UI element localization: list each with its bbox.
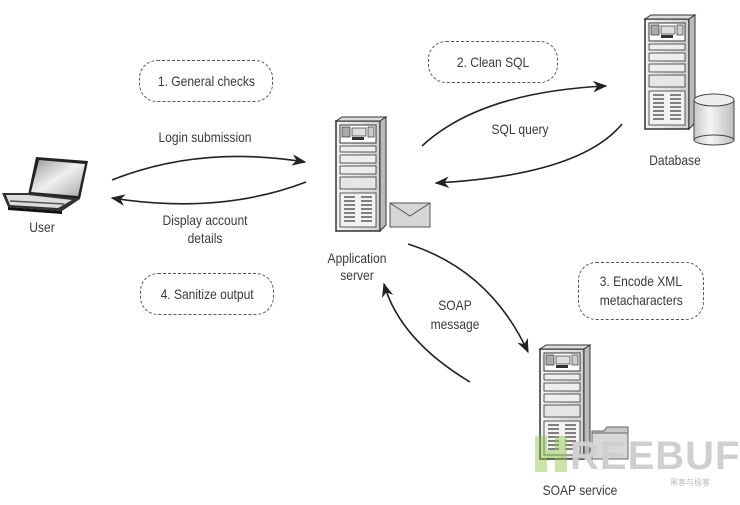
user-label: User bbox=[29, 219, 55, 235]
envelope-icon bbox=[389, 202, 431, 228]
database-cylinder-icon bbox=[693, 93, 735, 146]
arrow-display-account bbox=[110, 181, 307, 206]
step-4-text: 4. Sanitize output bbox=[160, 285, 254, 302]
sql-query-label: SQL query bbox=[491, 121, 549, 137]
step-2-text: 2. Clean SQL bbox=[456, 53, 530, 70]
watermark-logo-icon bbox=[535, 436, 567, 472]
step-1-text: 1. General checks bbox=[157, 72, 255, 89]
step-3-text-line2: metacharacters bbox=[599, 292, 683, 308]
step-2-bubble: 2. Clean SQL bbox=[428, 41, 558, 83]
step-4-bubble: 4. Sanitize output bbox=[140, 273, 274, 315]
watermark-subtext: 黑客与极客 bbox=[670, 478, 710, 487]
login-submission-label: Login submission bbox=[158, 129, 252, 145]
database-label: Database bbox=[649, 152, 701, 168]
app-server-label-line1: Application bbox=[327, 250, 387, 266]
arrow-login-submission bbox=[111, 154, 307, 181]
arrow-soap-to-service bbox=[407, 243, 529, 354]
application-server-icon bbox=[335, 116, 387, 232]
soap-service-label: SOAP service bbox=[542, 482, 618, 498]
app-server-label-line2: server bbox=[340, 267, 374, 283]
arrow-soap-to-app bbox=[382, 282, 471, 383]
watermark-text: REEBUF bbox=[570, 434, 740, 478]
soap-message-label-line2: message bbox=[430, 316, 480, 332]
arrow-sql-to-app bbox=[434, 123, 623, 189]
display-account-label-line1: Display account bbox=[162, 212, 248, 228]
database-server-icon bbox=[644, 14, 696, 130]
step-1-bubble: 1. General checks bbox=[139, 60, 273, 102]
arrow-sql-to-database bbox=[421, 80, 608, 147]
laptop-icon bbox=[2, 157, 88, 214]
display-account-label-line2: details bbox=[187, 230, 223, 246]
folder-icon bbox=[591, 426, 629, 460]
step-3-text-line1: 3. Encode XML bbox=[599, 273, 683, 289]
step-3-bubble: 3. Encode XML metacharacters bbox=[578, 262, 704, 320]
soap-message-label-line1: SOAP bbox=[438, 297, 472, 313]
